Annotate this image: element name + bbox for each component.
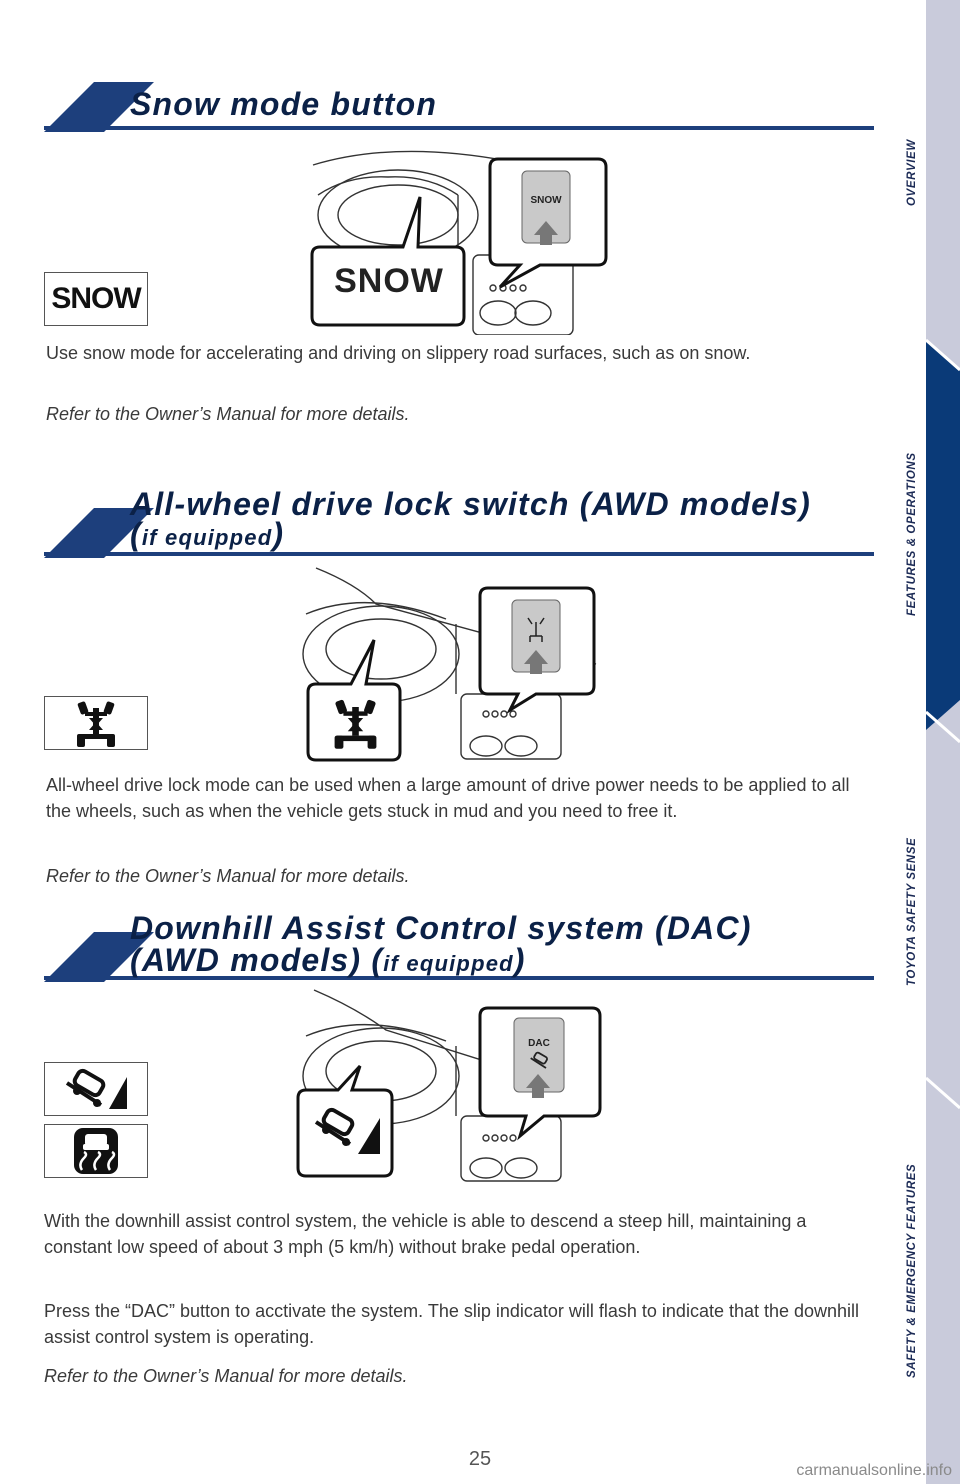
- sidebar-tab-tss-label: TOYOTA SAFETY SENSE: [906, 837, 918, 986]
- snow-body-text: Use snow mode for accelerating and drivi…: [46, 343, 751, 363]
- sidebar-active-tab: [926, 340, 960, 730]
- dac-callout-bubble: [296, 1064, 394, 1178]
- up-arrow-icon: [524, 650, 548, 674]
- awd-callout-bubble: [306, 639, 402, 762]
- dac-section-title-line1: Downhill Assist Control system (DAC): [130, 910, 752, 946]
- awd-note-text: Refer to the Owner’s Manual for more det…: [46, 866, 410, 886]
- watermark: carmanualsonline.info: [796, 1462, 952, 1479]
- up-arrow-icon: [526, 1074, 550, 1098]
- dac-button-label: DAC: [528, 1038, 550, 1049]
- snow-indicator-icon: SNOW: [44, 272, 148, 326]
- dac-section-title-line2: (AWD models) (if equipped): [130, 942, 526, 978]
- snow-button-label: SNOW: [530, 195, 562, 206]
- awd-section-title-line2: (if equipped): [130, 516, 285, 552]
- header-wedge-icon: [44, 82, 154, 132]
- slip-indicator-icon: [74, 1128, 118, 1174]
- downhill-assist-icon: [65, 1068, 127, 1109]
- awd-dashboard-illustration: [302, 567, 597, 762]
- awd-lock-icon: [77, 701, 115, 747]
- page-number: 25: [468, 1448, 492, 1470]
- sidebar-tab-safety-label: SAFETY & EMERGENCY FEATURES: [906, 1163, 918, 1378]
- downhill-assist-indicator: [44, 1062, 148, 1116]
- snow-callout-bubble: [310, 196, 466, 327]
- header-wedge-icon: [44, 932, 154, 982]
- dac-dashboard-illustration: [296, 989, 602, 1182]
- snow-callout-label: SNOW: [334, 262, 444, 300]
- slip-indicator: [44, 1124, 148, 1178]
- dac-section-header: Downhill Assist Control system (DAC) (AW…: [44, 904, 874, 986]
- awd-body-text: All-wheel drive lock mode can be used wh…: [46, 775, 850, 821]
- awd-callout-icon: [334, 699, 377, 749]
- sidebar-tab-features-label: FEATURES & OPERATIONS: [906, 452, 918, 616]
- snow-section-header: Snow mode button: [44, 82, 874, 132]
- sidebar-tab-overview-label: OVERVIEW: [906, 139, 918, 206]
- snow-dashboard-illustration: [310, 150, 608, 335]
- dac-body-text-2: Press the “DAC” button to acctivate the …: [44, 1301, 860, 1347]
- snow-section-title: Snow mode button: [130, 86, 438, 122]
- snow-note-text: Refer to the Owner’s Manual for more det…: [46, 404, 410, 424]
- dac-note-text: Refer to the Owner’s Manual for more det…: [44, 1366, 408, 1386]
- header-wedge-icon: [44, 508, 154, 558]
- dac-body-text-1: With the downhill assist control system,…: [44, 1211, 807, 1257]
- awd-section-header: All-wheel drive lock switch (AWD models)…: [44, 476, 874, 558]
- up-arrow-icon: [534, 221, 558, 245]
- awd-lock-indicator: [44, 696, 148, 750]
- dac-callout-icon: [314, 1107, 380, 1154]
- sidebar-nav: [926, 0, 960, 1484]
- awd-section-title-line1: All-wheel drive lock switch (AWD models): [130, 486, 812, 522]
- sidebar-tabs-shape: [926, 338, 960, 1110]
